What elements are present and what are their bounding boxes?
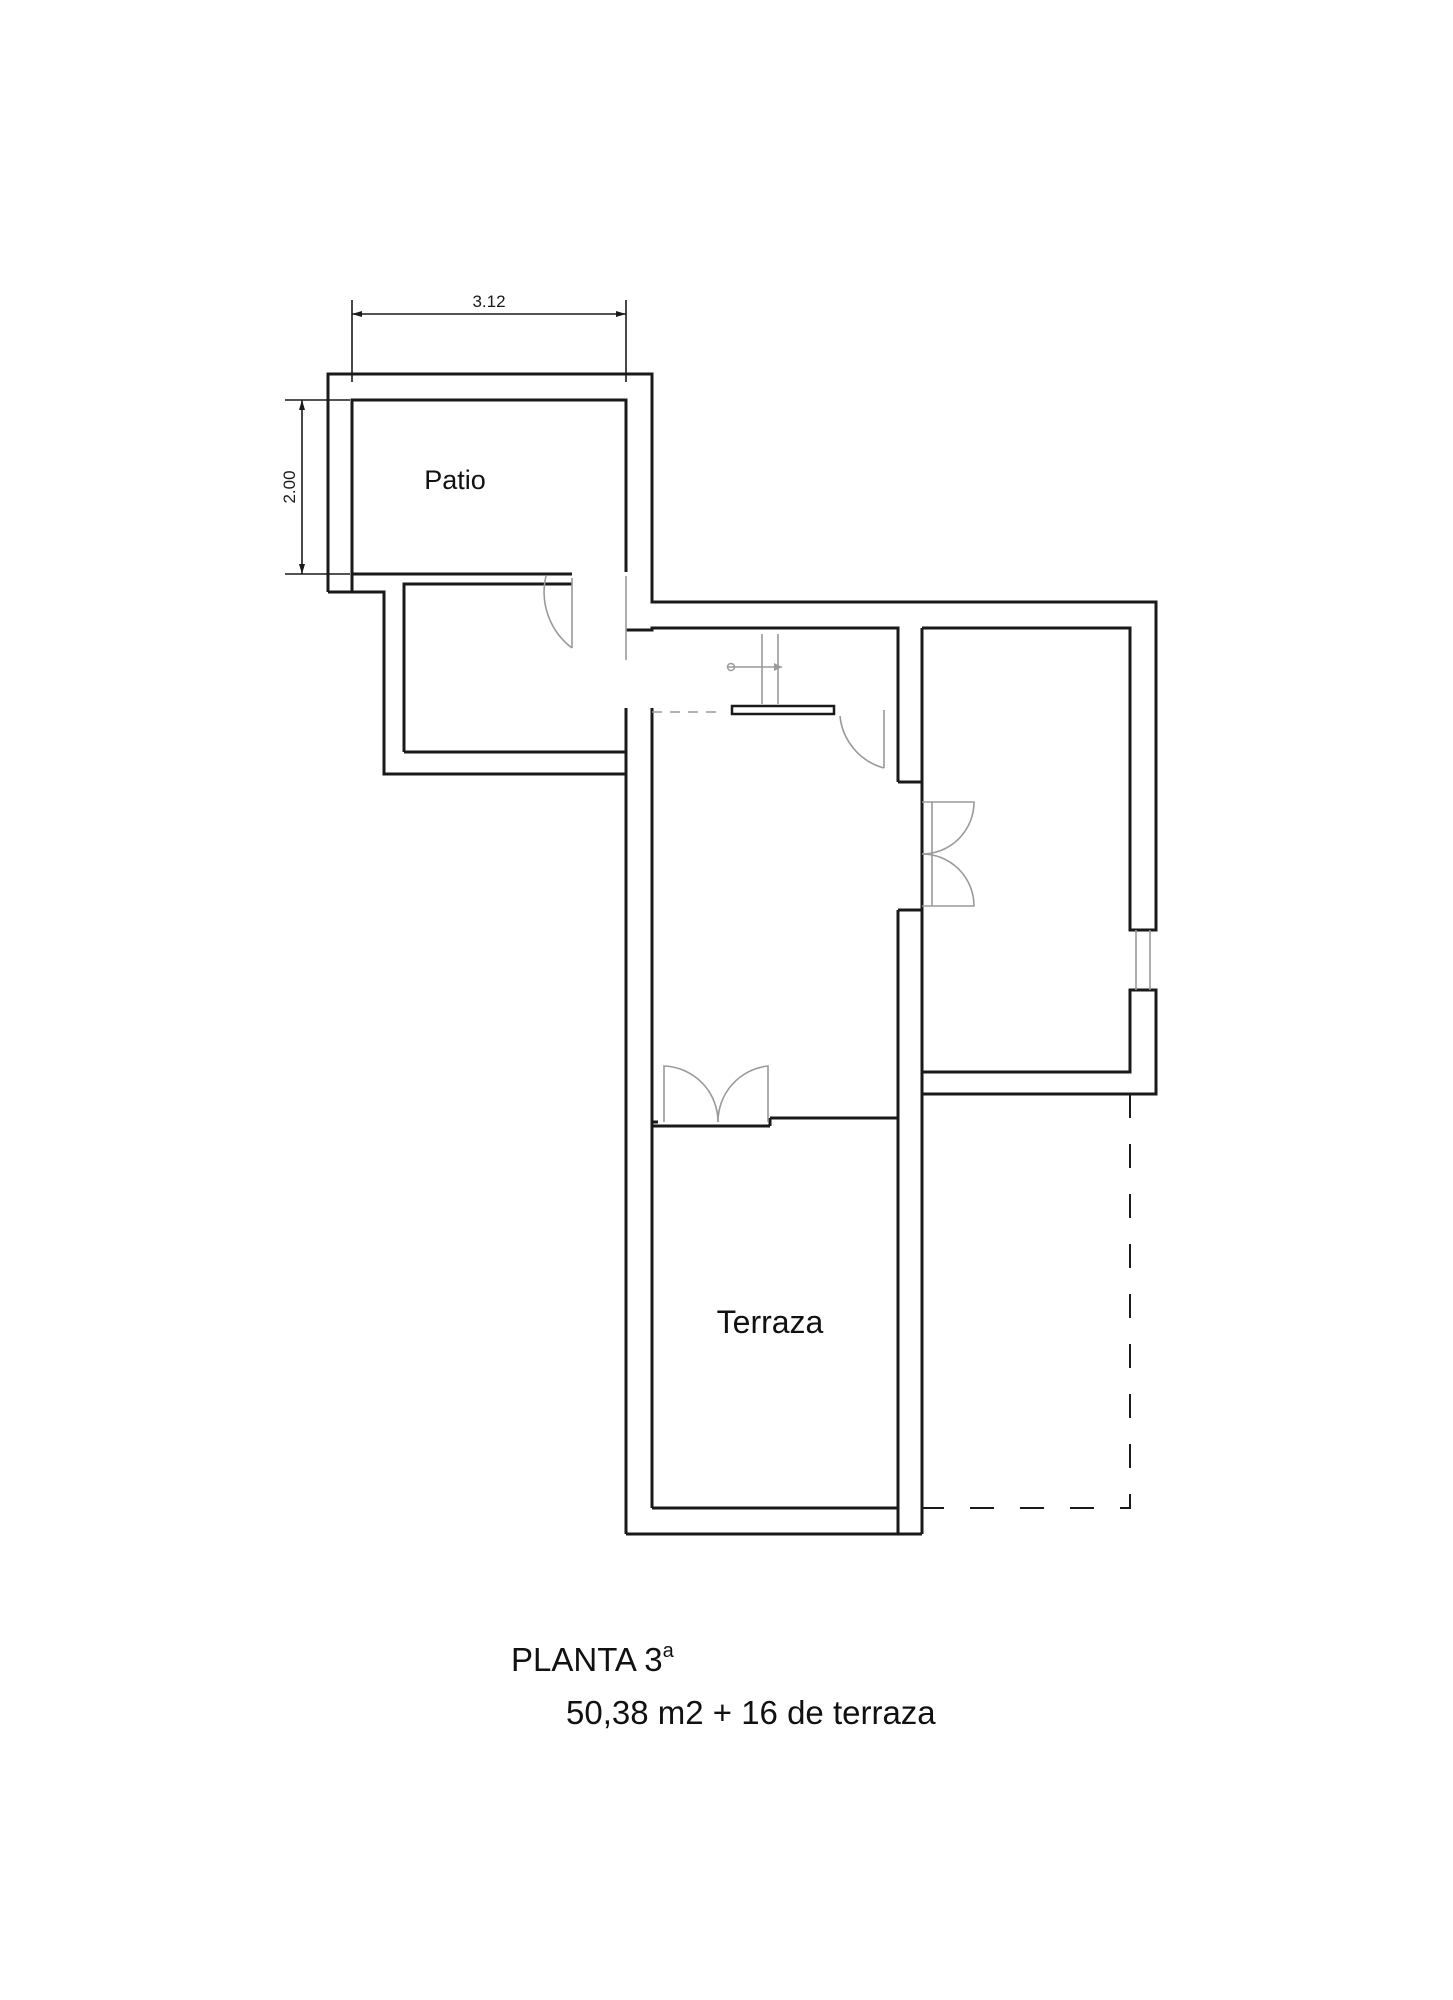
terraza-divider-wall [652,1116,898,1128]
plan-title-main: PLANTA 3 [511,1641,663,1678]
door-patio [543,575,627,660]
height-dimension: 2.00 [280,399,350,575]
terraza-label: Terraza [717,1304,824,1340]
plan-title: PLANTA 3a [511,1640,674,1679]
door-hall-right [839,710,885,769]
dashed-boundary [922,1094,1131,1509]
double-door-right-room [921,801,975,907]
width-dimension: 3.12 [351,292,627,382]
small-room-walls [328,582,626,776]
patio-label: Patio [424,465,486,495]
width-dimension-label: 3.12 [472,292,505,311]
window-right-room [1135,930,1151,990]
stair-marker [652,634,836,716]
double-door-terraza [663,1065,769,1123]
height-dimension-label: 2.00 [280,470,299,503]
plan-title-superscript: a [662,1640,674,1662]
plan-area: 50,38 m2 + 16 de terraza [566,1694,936,1731]
patio-walls [326,372,1158,932]
right-room-walls [920,800,1158,1096]
hall-walls [624,626,924,1536]
